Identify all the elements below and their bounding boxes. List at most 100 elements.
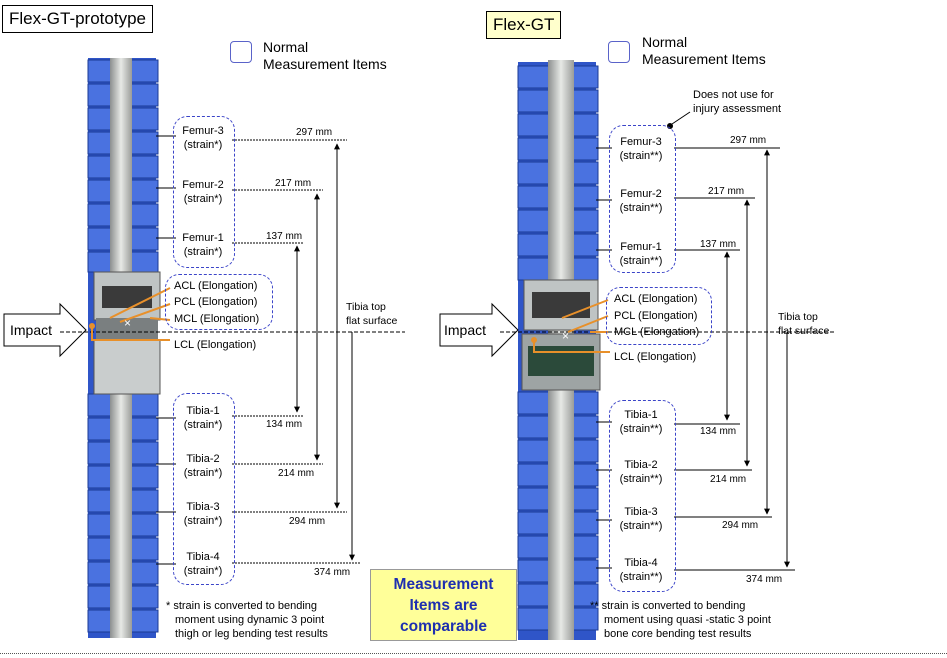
callout-line-1: Measurement	[393, 576, 494, 593]
r-tibia-2-type: (strain**)	[619, 473, 663, 485]
svg-text:×: ×	[124, 316, 131, 330]
tibia-2-type: (strain*)	[183, 467, 223, 479]
right-note-3: bone core bending test results	[604, 628, 752, 640]
right-tibia-group	[609, 400, 676, 592]
femur-1-label: Femur-1	[182, 232, 224, 244]
r-femur-2-type: (strain**)	[619, 202, 663, 214]
r-dim-294: 294 mm	[722, 520, 759, 531]
r-tibia-3-label: Tibia-3	[624, 506, 658, 518]
right-femur-3: Femur-3 (strain**)	[610, 135, 672, 163]
r-femur-1-label: Femur-1	[620, 241, 662, 253]
dim-134: 134 mm	[266, 419, 303, 430]
left-ligament-group	[165, 274, 273, 330]
right-tibia-3: Tibia-3 (strain**)	[610, 505, 672, 533]
legend-swatch-right	[608, 41, 630, 63]
left-note-3: thigh or leg bending test results	[175, 628, 328, 640]
left-tibia-4: Tibia-4 (strain*)	[176, 550, 230, 578]
r-dim-137: 137 mm	[700, 239, 737, 250]
r-tibia-4-label: Tibia-4	[624, 557, 658, 569]
femur-1-type: (strain*)	[183, 246, 223, 258]
legend-label-right: Normal Measurement Items	[642, 34, 766, 68]
r-acl-label: ACL (Elongation)	[614, 293, 698, 305]
right-femur-2: Femur-2 (strain**)	[610, 187, 672, 215]
tibia-2-label: Tibia-2	[186, 453, 220, 465]
femur-3-label: Femur-3	[182, 125, 224, 137]
r-tibia-top-line2: flat surface	[778, 325, 830, 337]
acl-label: ACL (Elongation)	[174, 280, 258, 292]
tibia-top-line1: Tibia top	[346, 301, 386, 313]
bottom-divider	[0, 653, 947, 654]
svg-text:×: ×	[562, 329, 569, 343]
left-femur-2: Femur-2 (strain*)	[176, 178, 230, 206]
legend-line-2: Measurement Items	[263, 56, 387, 72]
callout-note-1: Does not use for	[693, 89, 774, 101]
r-tibia-2-label: Tibia-2	[624, 459, 658, 471]
tibia-3-type: (strain*)	[183, 515, 223, 527]
dim-217: 217 mm	[275, 178, 312, 189]
r-dim-134: 134 mm	[700, 426, 737, 437]
dim-214: 214 mm	[278, 468, 315, 479]
r-pcl-label: PCL (Elongation)	[614, 310, 698, 322]
legend-swatch	[230, 41, 252, 63]
r-dim-297: 297 mm	[730, 135, 767, 146]
right-ligament-group	[606, 287, 712, 345]
left-tibia-2: Tibia-2 (strain*)	[176, 452, 230, 480]
right-tibia-4: Tibia-4 (strain**)	[610, 556, 672, 584]
right-tibia-2: Tibia-2 (strain**)	[610, 458, 672, 486]
mcl-label: MCL (Elongation)	[174, 313, 260, 325]
right-title: Flex-GT	[486, 11, 562, 39]
r-femur-1-type: (strain**)	[619, 255, 663, 267]
dim-137: 137 mm	[266, 231, 303, 242]
dim-297: 297 mm	[296, 127, 333, 138]
dim-374: 374 mm	[314, 567, 351, 578]
right-tibia-1: Tibia-1 (strain**)	[610, 408, 672, 436]
r-tibia-top-line1: Tibia top	[778, 311, 818, 323]
left-femur-3: Femur-3 (strain*)	[176, 124, 230, 152]
left-footnote: * strain is converted to bending moment …	[166, 599, 366, 641]
r-dim-217: 217 mm	[708, 186, 745, 197]
left-femur-group	[173, 116, 235, 268]
r-lcl-label: LCL (Elongation)	[614, 351, 697, 363]
left-note-1: * strain is converted to bending	[166, 600, 318, 612]
left-tibia-1: Tibia-1 (strain*)	[176, 404, 230, 432]
callout-note: Does not use for injury assessment	[693, 88, 781, 116]
right-note-1: ** strain is converted to bending	[590, 600, 746, 612]
left-femur-1: Femur-3 Femur-1 (strain*)	[176, 231, 230, 259]
right-footnote: ** strain is converted to bending moment…	[590, 599, 790, 641]
right-impact-label: Impact	[444, 322, 487, 338]
legend-right-line-1: Normal	[642, 34, 688, 50]
right-leg-photo	[517, 60, 601, 640]
r-tibia-3-type: (strain**)	[619, 520, 663, 532]
tibia-top-line2: flat surface	[346, 315, 398, 327]
femur-3-type: (strain*)	[183, 139, 223, 151]
r-mcl-label: MCL (Elongation)	[614, 326, 700, 338]
pcl-label: PCL (Elongation)	[174, 296, 258, 308]
right-femur-1: Femur-1 (strain**)	[610, 240, 672, 268]
left-tibia-3: Tibia-3 (strain*)	[176, 500, 230, 528]
tibia-4-label: Tibia-4	[186, 551, 220, 563]
tibia-1-label: Tibia-1	[186, 405, 220, 417]
left-leg-photo	[87, 58, 161, 638]
femur-2-label: Femur-2	[182, 179, 224, 191]
comparable-callout: Measurement Items are comparable	[370, 569, 517, 641]
legend-right-line-2: Measurement Items	[642, 51, 766, 67]
right-tibia-top-label: Tibia top flat surface	[778, 310, 829, 338]
right-note-2: moment using quasi -static 3 point	[604, 614, 771, 626]
right-femur-group	[609, 125, 676, 273]
left-impact-label: Impact	[10, 322, 53, 338]
left-tibia-group	[173, 393, 235, 585]
legend-label-left: Normal Measurement Items	[263, 39, 387, 73]
right-impact-arrow	[439, 302, 519, 358]
left-note-2: moment using dynamic 3 point	[175, 614, 325, 626]
callout-note-2: injury assessment	[693, 103, 782, 115]
dim-294: 294 mm	[289, 516, 326, 527]
r-tibia-1-type: (strain**)	[619, 423, 663, 435]
r-dim-214: 214 mm	[710, 474, 747, 485]
left-tibia-top-label: Tibia top flat surface	[346, 300, 397, 328]
callout-line-3: comparable	[399, 618, 487, 635]
tibia-4-type: (strain*)	[183, 565, 223, 577]
left-impact-arrow	[3, 302, 87, 358]
femur-2-type: (strain*)	[183, 193, 223, 205]
tibia-3-label: Tibia-3	[186, 501, 220, 513]
